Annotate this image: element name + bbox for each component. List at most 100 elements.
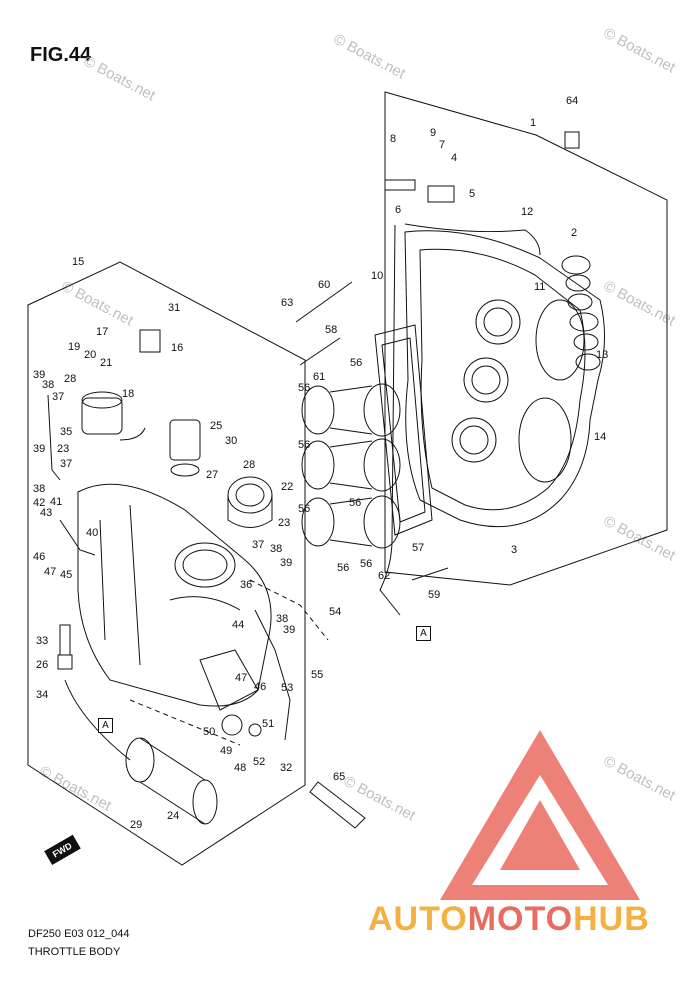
callout-54: 54 — [329, 606, 341, 618]
callout-40: 40 — [86, 527, 98, 539]
callout-9: 9 — [430, 127, 436, 139]
callout-56g: 56 — [360, 558, 372, 570]
assembly-outline-15 — [27, 261, 306, 866]
callout-38c: 38 — [270, 543, 282, 555]
callout-52: 52 — [253, 756, 265, 768]
diagram-code: DF250 E03 012_044 — [28, 928, 130, 940]
reference-a-top: A — [416, 626, 431, 641]
callout-26: 26 — [36, 659, 48, 671]
brand-logo-triangle — [440, 730, 640, 900]
callout-19: 19 — [68, 341, 80, 353]
callout-42: 42 — [33, 497, 45, 509]
intake-manifold — [404, 230, 605, 528]
gasket-plate — [374, 324, 433, 536]
callout-39b: 39 — [33, 443, 45, 455]
callout-56f: 56 — [337, 562, 349, 574]
callout-7: 7 — [439, 139, 445, 151]
throttle-body-casting — [77, 483, 272, 707]
callout-11: 11 — [534, 281, 545, 293]
callout-49: 49 — [220, 745, 232, 757]
callout-12: 12 — [521, 206, 533, 218]
callout-39c: 39 — [280, 557, 292, 569]
assembly-outline-1 — [384, 91, 668, 586]
brand-part-2: MOTO — [467, 900, 574, 938]
callout-18: 18 — [122, 388, 134, 400]
callout-37c: 37 — [252, 539, 264, 551]
callout-38b: 38 — [33, 483, 45, 495]
brand-wordmark: AUTOMOTOHUB — [368, 900, 650, 939]
callout-38: 38 — [42, 379, 54, 391]
callout-1: 1 — [530, 117, 536, 129]
callout-8: 8 — [390, 133, 396, 145]
callout-50: 50 — [203, 726, 215, 738]
callout-14: 14 — [594, 431, 606, 443]
callout-23: 23 — [57, 443, 69, 455]
callout-31: 31 — [168, 302, 180, 314]
callout-63: 63 — [281, 297, 293, 309]
callout-59: 59 — [428, 589, 440, 601]
callout-56c: 56 — [298, 439, 310, 451]
callout-46: 46 — [33, 551, 45, 563]
callout-56e: 56 — [349, 497, 361, 509]
callout-55: 55 — [311, 669, 323, 681]
callout-33: 33 — [36, 635, 48, 647]
callout-44: 44 — [232, 619, 244, 631]
callout-28: 28 — [64, 373, 76, 385]
callout-16: 16 — [171, 342, 183, 354]
callout-60: 60 — [318, 279, 330, 291]
callout-57: 57 — [412, 542, 424, 554]
callout-47b: 47 — [235, 672, 247, 684]
callout-43: 43 — [40, 507, 52, 519]
callout-5: 5 — [469, 188, 475, 200]
callout-6: 6 — [395, 204, 401, 216]
callout-25: 25 — [210, 420, 222, 432]
callout-56d: 56 — [298, 503, 310, 515]
callout-56: 56 — [350, 357, 362, 369]
callout-10: 10 — [371, 270, 383, 282]
brand-part-3: HUB — [573, 900, 650, 938]
callout-38d: 38 — [276, 613, 288, 625]
callout-13: 13 — [596, 349, 608, 361]
callout-37: 37 — [52, 391, 64, 403]
callout-47: 47 — [44, 566, 56, 578]
callout-32: 32 — [280, 762, 292, 774]
callout-65: 65 — [333, 771, 345, 783]
callout-48: 48 — [234, 762, 246, 774]
reference-a: A — [98, 718, 113, 733]
callout-3: 3 — [511, 544, 517, 556]
callout-64: 64 — [566, 95, 578, 107]
callout-35: 35 — [60, 426, 72, 438]
callout-41: 41 — [50, 496, 62, 508]
callout-4: 4 — [451, 152, 457, 164]
callout-34: 34 — [36, 689, 48, 701]
callout-20: 20 — [84, 349, 96, 361]
callout-21: 21 — [100, 357, 112, 369]
callout-56b: 56 — [298, 382, 310, 394]
callout-30: 30 — [225, 435, 237, 447]
brand-part-1: AUTO — [368, 900, 468, 938]
callout-28b: 28 — [243, 459, 255, 471]
callout-46b: 46 — [254, 681, 266, 693]
callout-53: 53 — [281, 682, 293, 694]
callout-37b: 37 — [60, 458, 72, 470]
callout-29: 29 — [130, 819, 142, 831]
diagram-title: THROTTLE BODY — [28, 946, 121, 958]
callout-2: 2 — [571, 227, 577, 239]
callout-22: 22 — [281, 481, 293, 493]
callout-61: 61 — [313, 371, 325, 383]
callout-27: 27 — [206, 469, 218, 481]
intake-funnels-56 — [301, 383, 401, 549]
callout-15: 15 — [72, 256, 84, 268]
callout-39: 39 — [33, 369, 45, 381]
callout-23b: 23 — [278, 517, 290, 529]
callout-24: 24 — [167, 810, 179, 822]
callout-51: 51 — [262, 718, 274, 730]
callout-58: 58 — [325, 324, 337, 336]
callout-62: 62 — [378, 570, 390, 582]
callout-45: 45 — [60, 569, 72, 581]
figure-label: FIG.44 — [30, 44, 92, 66]
callout-17: 17 — [96, 326, 108, 338]
gasket-2 — [561, 255, 601, 371]
callout-39d: 39 — [283, 624, 295, 636]
